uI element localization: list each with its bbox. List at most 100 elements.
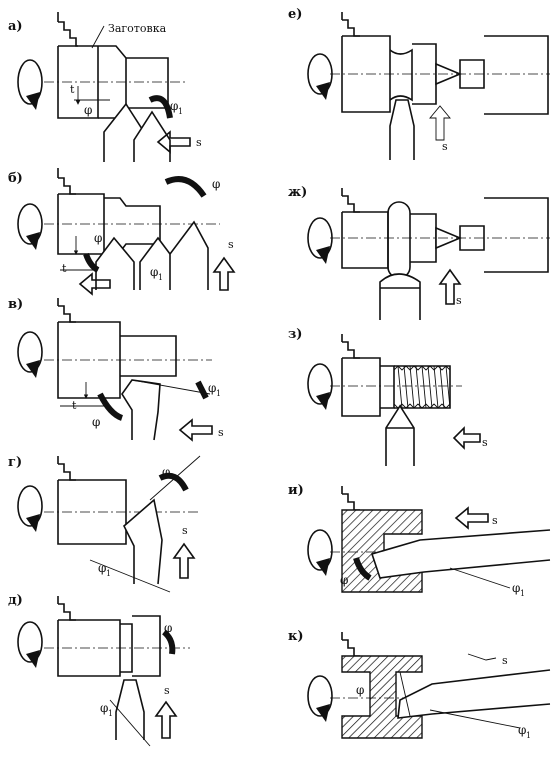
panel-v: в) t φ φ 1 s bbox=[8, 297, 224, 442]
chuck-jaw-icon bbox=[341, 188, 360, 213]
chuck-jaw-icon bbox=[57, 456, 76, 481]
chuck-jaw-icon bbox=[341, 486, 360, 511]
angle-arc-icon bbox=[195, 380, 209, 400]
angle-phi1-sub: 1 bbox=[216, 389, 221, 398]
feed-arrow-up-icon bbox=[429, 105, 451, 141]
depth-label: t bbox=[70, 83, 75, 96]
depth-label: t bbox=[62, 262, 67, 275]
form-tool bbox=[379, 273, 421, 320]
rotation-arrow-icon bbox=[17, 331, 43, 378]
depth-label: t bbox=[72, 399, 77, 412]
angle-arc-icon bbox=[97, 392, 124, 421]
thread-section bbox=[393, 365, 451, 409]
feed-arrow-icon bbox=[452, 426, 481, 450]
panel-label-b: б) bbox=[8, 171, 23, 186]
angle-phi1: φ bbox=[512, 581, 520, 595]
feed-label: s bbox=[502, 654, 508, 667]
feed-arrow-icon bbox=[454, 506, 489, 530]
angle-phi: φ bbox=[84, 103, 92, 117]
angle-phi: φ bbox=[92, 415, 100, 429]
angle-phi1-sub: 1 bbox=[520, 589, 525, 598]
angle-phi1-sub: 1 bbox=[178, 107, 183, 116]
panel-e: е) s bbox=[288, 7, 550, 160]
panel-z: з) s bbox=[288, 327, 488, 466]
angle-phi1-sub: 1 bbox=[106, 569, 111, 578]
workpiece-body bbox=[341, 35, 391, 113]
feed-arrow-icon bbox=[178, 418, 213, 442]
angle-phi1-sub: 1 bbox=[526, 731, 531, 740]
feed-arrow-up-icon bbox=[172, 542, 196, 579]
workpiece-body bbox=[57, 619, 121, 677]
angle-arc-icon bbox=[353, 557, 372, 581]
feed-label: s bbox=[228, 238, 234, 251]
panel-b: б) t φ φ φ 1 s bbox=[8, 168, 236, 296]
cutting-tool-right bbox=[169, 220, 209, 290]
angle-phi: φ bbox=[340, 573, 348, 587]
workpiece-shoulder bbox=[98, 45, 127, 119]
chuck-jaw-icon bbox=[57, 12, 78, 47]
workpiece-neck bbox=[120, 623, 133, 673]
chuck-jaw-icon bbox=[341, 334, 360, 359]
workpiece-body bbox=[57, 321, 121, 399]
chuck-jaw-icon bbox=[57, 168, 76, 195]
workpiece-body bbox=[341, 357, 381, 417]
panel-label-v: в) bbox=[8, 297, 23, 312]
angle-phi1: φ bbox=[150, 265, 158, 279]
angle-phi1: φ bbox=[518, 723, 526, 737]
cutting-tool bbox=[121, 379, 161, 441]
workpiece-end bbox=[132, 615, 161, 677]
chuck-jaw-icon bbox=[341, 632, 360, 657]
workpiece-turned bbox=[126, 57, 169, 109]
angle-phi1-sub: 1 bbox=[158, 273, 163, 282]
tailstock bbox=[459, 197, 549, 273]
rotation-arrow-icon bbox=[17, 621, 43, 668]
panel-label-e: е) bbox=[288, 7, 302, 22]
grooving-tool bbox=[389, 99, 415, 160]
angle-phi: φ bbox=[356, 683, 364, 697]
angle-arc-icon bbox=[148, 95, 173, 119]
cutting-tool bbox=[123, 498, 163, 585]
panel-d: д) φ φ 1 s bbox=[8, 593, 190, 747]
panel-label-z: з) bbox=[288, 327, 302, 342]
rotation-arrow-icon bbox=[307, 529, 333, 576]
rotation-arrow-icon bbox=[17, 485, 43, 532]
angle-phi1: φ bbox=[170, 99, 178, 113]
angle-phi1-sub: 1 bbox=[108, 709, 113, 718]
workpiece-body bbox=[57, 479, 127, 545]
feed-arrow-left-icon bbox=[78, 272, 111, 296]
feed-arrow-up-icon bbox=[212, 256, 236, 291]
boring-bar bbox=[370, 529, 551, 579]
feed-label: s bbox=[164, 684, 170, 697]
angle-arc-icon bbox=[83, 252, 100, 273]
angle-phi1: φ bbox=[98, 561, 106, 575]
angle-phi1: φ bbox=[208, 381, 216, 395]
rotation-arrow-icon bbox=[307, 675, 333, 722]
feed-arrow-up-icon bbox=[438, 268, 462, 305]
feed-label: s bbox=[482, 436, 488, 449]
panel-label-d: д) bbox=[8, 593, 23, 608]
angle-arc-icon bbox=[164, 176, 207, 198]
tailstock bbox=[459, 35, 549, 115]
panel-label-i: и) bbox=[288, 483, 304, 498]
panel-k: к) φ φ 1 s bbox=[288, 629, 551, 740]
rotation-arrow-icon bbox=[17, 59, 43, 110]
panel-i: и) φ φ 1 s bbox=[288, 483, 551, 598]
angle-phi1: φ bbox=[100, 701, 108, 715]
angle-phi: φ bbox=[94, 231, 102, 245]
workpiece-label: Заготовка bbox=[108, 22, 167, 35]
panel-label-a: а) bbox=[8, 19, 23, 34]
angle-phi: φ bbox=[162, 465, 170, 479]
angle-arc-icon bbox=[158, 472, 189, 492]
angle-arc-icon bbox=[162, 629, 176, 655]
feed-label: s bbox=[196, 136, 202, 149]
workpiece-groove bbox=[389, 48, 413, 102]
chuck-jaw-icon bbox=[57, 596, 76, 621]
panel-label-k: к) bbox=[288, 629, 304, 644]
feed-label: s bbox=[442, 140, 448, 153]
feed-label: s bbox=[182, 524, 188, 537]
feed-arrow-icon bbox=[156, 130, 191, 154]
feed-label: s bbox=[218, 426, 224, 439]
panel-label-g: г) bbox=[8, 455, 22, 470]
angle-phi: φ bbox=[164, 621, 172, 635]
